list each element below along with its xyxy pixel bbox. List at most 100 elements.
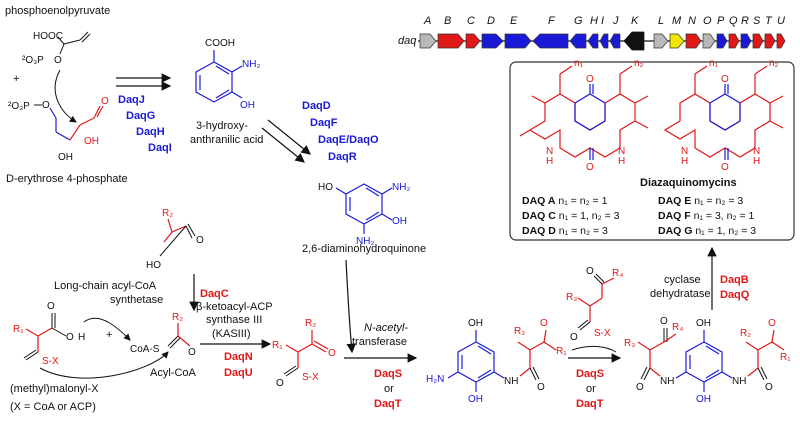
daq-name-5: DAQ G (658, 225, 692, 237)
atom-e4p-oh2: OH (58, 152, 73, 163)
daq-row-3: DAQ E n₁ = n₂ = 3 (658, 195, 743, 207)
dahq-label: 2,6-diaminohydroquinone (302, 243, 426, 255)
gene-C-arrow (465, 33, 481, 49)
svg-text:DAQ A n₁ = n₂ = 1: DAQ A n₁ = n₂ = 1 (522, 195, 608, 207)
svg-text:DAQ G n₁ = 1, n₂ = 3: DAQ G n₁ = 1, n₂ = 3 (658, 225, 756, 237)
haa-structure: COOH NH₂ OH 3-hydroxy- anthranilic acid (190, 38, 263, 146)
svg-text:DAQ F n₁ = 3, n₂ = 1: DAQ F n₁ = 3, n₂ = 1 (658, 210, 754, 222)
atom-q-o1: O (586, 74, 594, 85)
atom-n2-b: n₂ (769, 58, 779, 69)
ketoacyl-structure: R₁ R₂ O O S-X (272, 318, 336, 389)
atom-t-r3: R₃ (566, 292, 577, 303)
nat-label-2: transferase (352, 336, 407, 348)
gene-P-arrow (716, 33, 728, 49)
daq-row-1: DAQ C n₁ = 1, n₂ = 3 (522, 210, 620, 222)
atom-f-r2: R₂ (740, 328, 751, 339)
atom-ket-o1: O (328, 348, 336, 359)
gene-letter-H: H (590, 15, 598, 27)
gene-letter-I: I (601, 15, 604, 27)
daq-name-4: DAQ F (658, 210, 691, 222)
gene-letter-D: D (487, 15, 495, 27)
acyl-synth-label-1: Long-chain acyl-CoA (54, 280, 157, 292)
atom-mal-o1: O (47, 301, 55, 312)
gene-K-arrow (623, 31, 645, 51)
acyl-synth-label-2: synthetase (110, 294, 163, 306)
enzyme-daqT-1: DaqT (374, 398, 402, 410)
atom-q-h4: H (753, 156, 760, 167)
atom-t-o1: O (586, 266, 594, 277)
atom-fa-r2: R₂ (162, 208, 173, 219)
atom-q-h2: H (618, 156, 625, 167)
gene-O-arrow (702, 33, 716, 49)
daq-rule-3: n₁ = n₂ = 3 (694, 195, 743, 207)
atom-f-nh1: NH (660, 376, 674, 387)
daq-name-1: DAQ C (522, 210, 556, 222)
atom-fa-ho: HO (146, 260, 161, 271)
gene-letter-Q: Q (729, 15, 738, 27)
haa-label-1: 3-hydroxy- (196, 120, 248, 132)
atom-n1-a: n₁ (574, 58, 584, 69)
atom-dahq-oh: OH (392, 216, 407, 227)
daq-rule-2: n₁ = n₂ = 3 (559, 225, 608, 237)
malonyl-structure: R₁ O O H S-X (methyl)malonyl-X (X = CoA … (10, 301, 169, 413)
atom-am-r1: R₁ (556, 346, 567, 357)
amide-structure: OH H₂N OH NH O R₂ O R₁ (426, 318, 567, 405)
enzyme-daqG: DaqG (126, 110, 155, 122)
cyclase-label-2: dehydratase (650, 288, 711, 300)
atom-f-o2: O (660, 316, 668, 327)
e4p-structure: ²O₃P O O OH OH D-erythrose 4-phosphate (6, 69, 128, 185)
atom-fa-o: O (196, 235, 204, 246)
atom-dahq-nh2-1: NH₂ (392, 182, 410, 193)
enzyme-daqU: DaqU (224, 367, 253, 379)
arrow-dahq-down (345, 259, 357, 354)
daq-row-4: DAQ F n₁ = 3, n₂ = 1 (658, 210, 754, 222)
enzyme-daqEO: DaqE/DaqO (318, 134, 379, 146)
atom-f-oh1: OH (696, 318, 711, 329)
enzyme-daqC: DaqC (200, 288, 229, 300)
gene-L-arrow (653, 33, 669, 49)
gene-A-arrow (419, 33, 437, 49)
atom-haa-oh: OH (240, 100, 255, 111)
gene-letter-B: B (444, 15, 451, 27)
atom-mal-h: H (78, 332, 85, 343)
gene-letter-M: M (672, 15, 682, 27)
atom-q-n4: N (753, 146, 760, 157)
atom-t-r4: R₄ (612, 268, 623, 279)
gene-G-arrow (569, 33, 587, 49)
gene-E-arrow (504, 33, 532, 49)
atom-haa-cooh: COOH (205, 38, 235, 49)
atom-acyl-coas: CoA-S (130, 344, 160, 355)
svg-text:DAQ E n₁ = n₂ = 3: DAQ E n₁ = n₂ = 3 (658, 195, 743, 207)
atom-haa-nh2: NH₂ (242, 59, 260, 70)
dahq-structure: HO NH₂ OH NH₂ 2,6-diaminohydroquinone (302, 182, 426, 255)
atom-am-o: O (537, 382, 545, 393)
gene-letter-A: A (423, 15, 431, 27)
atom-am-o2: O (540, 318, 548, 329)
atom-ket-sx: S-X (302, 372, 319, 383)
atom-e4p-oh1: OH (84, 136, 99, 147)
arrow-haa-dahq-1 (267, 119, 311, 155)
enzyme-daqR: DaqR (328, 151, 357, 163)
gene-U-arrow (776, 33, 786, 49)
svg-text:DAQ C n₁ = 1, n₂ = 3: DAQ C n₁ = 1, n₂ = 3 (522, 210, 620, 222)
gene-M-arrow (669, 33, 685, 49)
atom-f-o3: O (765, 382, 773, 393)
gene-letter-S: S (753, 15, 761, 27)
gene-S-arrow (752, 33, 764, 49)
enzyme-daqB: DaqB (720, 274, 749, 286)
plus-1: + (13, 73, 19, 85)
enzyme-daqT-2: DaqT (576, 398, 604, 410)
atom-dahq-ho: HO (318, 182, 333, 193)
gene-Q-arrow (728, 33, 740, 49)
gene-letter-C: C (467, 15, 475, 27)
gene-letter-F: F (548, 15, 556, 27)
or-label-2: or (586, 383, 596, 395)
diazaquinomycins-box: O O N H N H n₁ n₂ O (509, 58, 795, 241)
gene-I-arrow (599, 33, 609, 49)
plus-2: + (106, 329, 112, 341)
gene-letter-L: L (658, 15, 664, 27)
gene-letter-R: R (741, 15, 749, 27)
atom-q-n1: N (546, 146, 553, 157)
kas-label-1: β-ketoacyl-ACP (196, 301, 273, 313)
gene-letter-E: E (510, 15, 518, 27)
